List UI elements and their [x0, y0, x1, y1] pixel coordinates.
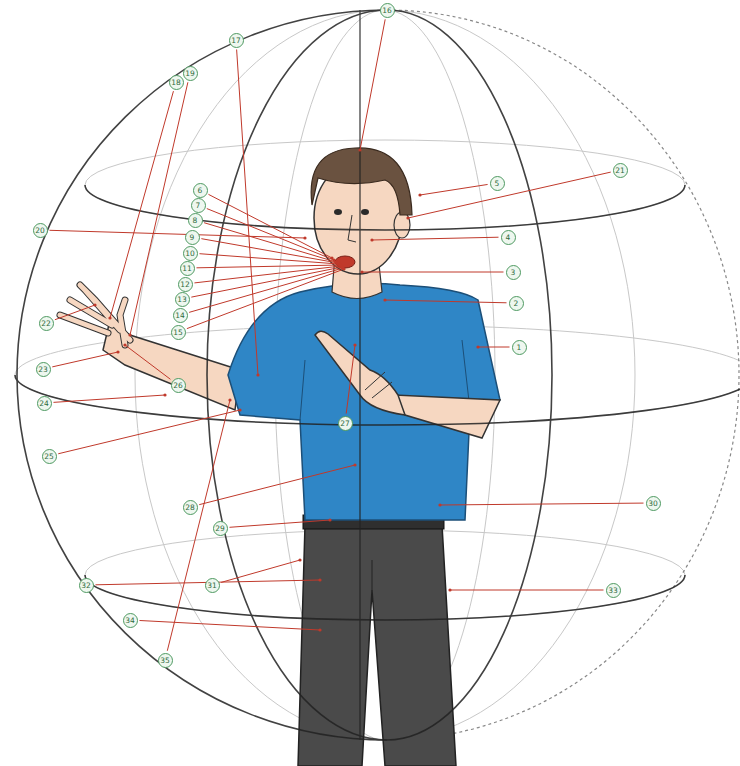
callout-number: 22	[39, 316, 54, 331]
target-dot	[383, 298, 386, 301]
target-dot	[238, 408, 241, 411]
leader-line	[187, 269, 344, 329]
leader-line	[52, 352, 118, 367]
leader-line	[55, 305, 95, 320]
callout-number: 12	[178, 277, 193, 292]
leader-line	[199, 465, 355, 505]
callout-number: 28	[183, 500, 198, 515]
leader-line	[372, 237, 499, 240]
callout-number: 27	[338, 416, 353, 431]
leader-line	[450, 590, 604, 591]
target-dot	[108, 316, 111, 319]
callout-number: 23	[36, 362, 51, 377]
leader-line	[53, 395, 165, 402]
target-dot	[418, 193, 421, 196]
target-dot	[360, 270, 363, 273]
leader-line	[58, 410, 240, 454]
target-dot	[353, 463, 356, 466]
target-dot	[303, 236, 306, 239]
target-dot	[256, 373, 259, 376]
callout-number: 17	[229, 33, 244, 48]
target-dot	[342, 267, 345, 270]
callout-number: 18	[169, 75, 184, 90]
target-dot	[298, 558, 301, 561]
leader-line	[229, 520, 330, 527]
target-dot	[448, 588, 451, 591]
leader-line	[189, 268, 343, 312]
leader-line	[440, 503, 644, 505]
callout-number: 3	[506, 265, 521, 280]
callout-number: 20	[33, 223, 48, 238]
callout-number: 6	[193, 183, 208, 198]
leader-line	[408, 172, 611, 218]
callout-number: 21	[613, 163, 628, 178]
target-dot	[353, 343, 356, 346]
callout-number: 8	[188, 213, 203, 228]
target-dot	[128, 333, 131, 336]
leader-line	[49, 230, 305, 238]
callout-number: 2	[509, 296, 524, 311]
target-dot	[228, 398, 231, 401]
callout-number: 34	[123, 613, 138, 628]
target-dot	[123, 343, 126, 346]
target-dot	[406, 216, 409, 219]
leader-line	[196, 265, 340, 268]
callout-number: 11	[180, 261, 195, 276]
sphere-front-lines	[15, 10, 740, 740]
target-dot	[116, 350, 119, 353]
callout-number: 31	[205, 578, 220, 593]
callout-number: 30	[646, 496, 661, 511]
leader-line	[139, 620, 320, 630]
leader-line	[360, 19, 385, 150]
callout-number: 29	[213, 521, 228, 536]
leader-line	[362, 272, 504, 273]
leader-line	[420, 184, 488, 195]
callout-number: 26	[171, 378, 186, 393]
target-dot	[341, 266, 344, 269]
callout-number: 14	[173, 308, 188, 323]
leader-line	[478, 347, 510, 348]
person-figure	[60, 148, 500, 766]
leader-line	[191, 267, 342, 297]
leader-line	[125, 345, 170, 379]
target-dot	[476, 345, 479, 348]
leader-line	[346, 345, 355, 414]
callout-number: 15	[171, 325, 186, 340]
target-dot	[358, 148, 361, 151]
callout-number: 5	[490, 176, 505, 191]
target-dot	[163, 393, 166, 396]
callout-number: 9	[185, 230, 200, 245]
leader-line	[167, 400, 230, 651]
callout-number: 4	[501, 230, 516, 245]
target-dot	[93, 303, 96, 306]
callout-number: 25	[42, 449, 57, 464]
callout-number: 24	[37, 396, 52, 411]
leader-line	[208, 194, 332, 258]
leader-line	[385, 300, 507, 303]
target-dot	[318, 578, 321, 581]
leader-line	[237, 49, 258, 375]
callout-number: 10	[183, 246, 198, 261]
callout-number: 1	[512, 340, 527, 355]
target-dot	[328, 518, 331, 521]
target-dot	[438, 503, 441, 506]
leader-line	[199, 254, 339, 264]
callout-number: 19	[183, 66, 198, 81]
callout-number: 7	[191, 198, 206, 213]
leader-line	[221, 560, 300, 582]
target-dot	[370, 238, 373, 241]
callout-number: 16	[380, 3, 395, 18]
callout-number: 13	[175, 292, 190, 307]
callout-number: 32	[79, 578, 94, 593]
callout-number: 33	[606, 583, 621, 598]
target-dot	[318, 628, 321, 631]
callout-number: 35	[158, 653, 173, 668]
leader-line	[207, 209, 334, 260]
